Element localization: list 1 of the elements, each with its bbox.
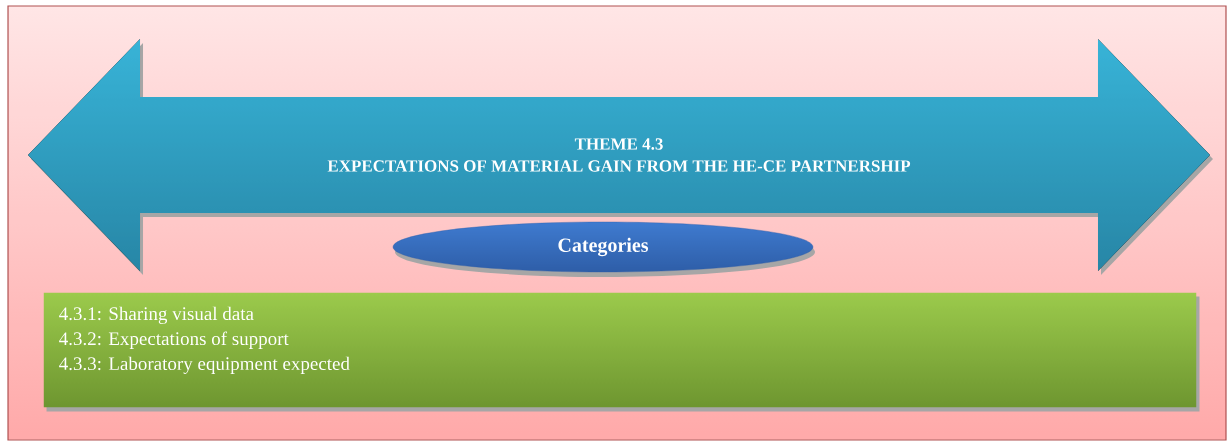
category-box: 4.3.1: Sharing visual data 4.3.2: Expectations of support 4.3.3: Laboratory equipment expected — [43, 292, 1200, 412]
